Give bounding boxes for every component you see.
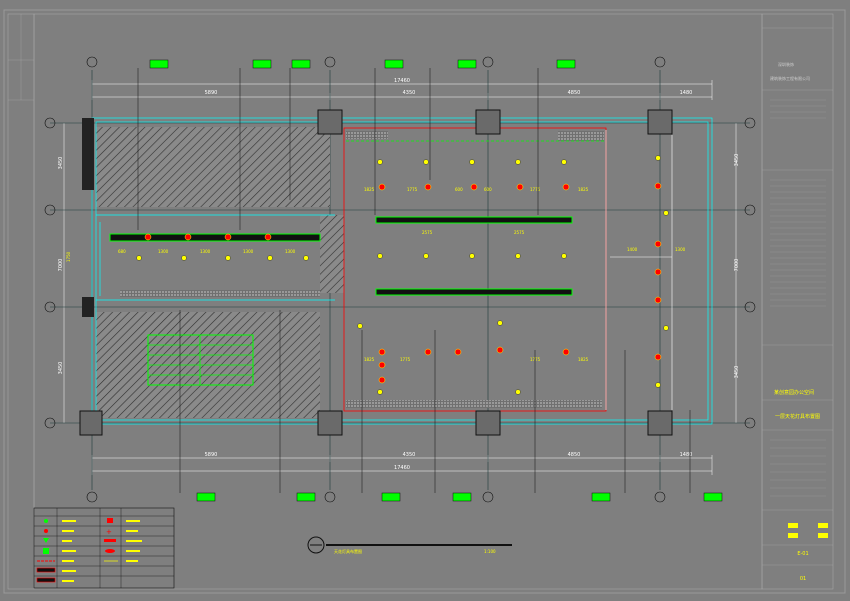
dim-inner-7: 680 [118,249,126,254]
scale-bar-left-label: 天花灯具布置图 [334,548,362,554]
dim-top-1: 5890 [205,90,218,96]
stair-area [147,334,254,386]
dim-inner-11: 1300 [285,249,296,254]
dim-left-2: 7000 [58,259,64,272]
dim-right-2: 7000 [734,259,740,272]
axis-bubbles [44,56,756,503]
dim-inner-8: 1300 [158,249,169,254]
dim-inner-2: 1775 [407,187,418,192]
downlights [136,155,669,395]
dim-inner-4: 600 [484,187,492,192]
dim-inner-17: 2575 [514,230,525,235]
dim-left-1: 3450 [58,157,64,170]
dim-right-3: 3450 [734,366,740,379]
spot-lights [144,182,662,384]
title-drawing-name: 一层天花灯具布置图 [775,413,820,420]
dimension-lines [63,80,737,475]
sheet-border [3,9,846,594]
dim-right-1: 3450 [734,154,740,167]
scale-bar-right-label: 1:100 [484,549,496,554]
dim-inner-6: 1825 [578,187,589,192]
dimension-texts: 5890 4350 4850 1480 17460 5890 4350 4850… [58,78,740,471]
title-company-line-2: 建筑装饰工程有限公司 [770,75,810,81]
dim-inner-left: 1750 [66,251,71,262]
callout-leaders [137,68,691,493]
dim-top-2: 4350 [403,90,416,96]
dim-bottom-1: 5890 [205,452,218,458]
title-block: 深圳装饰 建筑装饰工程有限公司 某创意园办公空间 一层天花灯具布置图 E-01 … [761,13,834,590]
columns [79,109,673,436]
dim-inner-1: 1825 [364,187,375,192]
inner-dimension-notes: 1825 1775 600 600 1775 1825 680 1300 130… [66,187,686,362]
drawing-frame [33,13,763,590]
dim-inner-15: 1825 [578,357,589,362]
dim-left-3: 3450 [58,362,64,375]
dim-bottom-total: 17460 [394,465,410,471]
callout-tags [149,59,723,502]
binding-strip-cells [8,14,34,101]
dim-top-4: 1480 [680,90,693,96]
dim-bottom-2: 4350 [403,452,416,458]
title-sheet-number: 01 [800,576,806,582]
dim-bottom-3: 4850 [568,452,581,458]
title-drawing-number: E-01 [797,551,808,557]
left-binding-strip [7,13,35,590]
dotted-bands [120,131,604,408]
dim-inner-14: 1775 [530,357,541,362]
dim-inner-16: 2575 [422,230,433,235]
dim-inner-18: 1400 [627,247,638,252]
dim-top-3: 4850 [568,90,581,96]
dim-inner-10: 1300 [243,249,254,254]
light-troughs [109,140,604,296]
walls [91,117,713,425]
wall-band-left-lower [82,297,94,317]
wall-band-left [82,118,94,190]
title-project: 某创意园办公空间 [774,389,814,396]
dim-inner-19: 1300 [675,247,686,252]
hatched-areas [96,127,344,418]
dim-inner-12: 1825 [364,357,375,362]
legend-table: + [33,507,175,589]
stair-treads [148,335,253,385]
dim-top-total: 17460 [394,78,410,84]
svg-text:+: + [106,528,112,536]
scale-bar: 天花灯具布置图 1:100 [307,536,512,554]
dim-bottom-4: 1480 [680,452,693,458]
title-company-line-1: 深圳装饰 [778,61,794,67]
dim-inner-5: 1775 [530,187,541,192]
dim-inner-9: 1300 [200,249,211,254]
dim-inner-13: 1775 [400,357,411,362]
dim-inner-3: 600 [455,187,463,192]
